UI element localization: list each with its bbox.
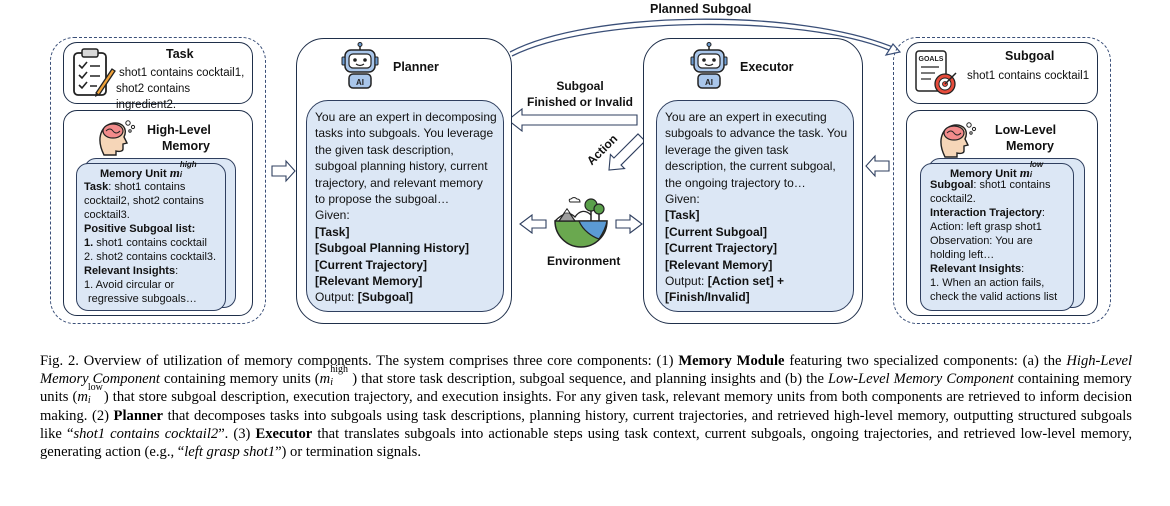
arrow-highmem-to-planner bbox=[271, 159, 296, 183]
brain-head-icon-low bbox=[940, 122, 977, 158]
executor-prompt-panel bbox=[656, 100, 854, 312]
clipboard-icon bbox=[73, 48, 116, 97]
task-title: Task bbox=[166, 47, 194, 61]
goals-icon-text: GOALS bbox=[919, 56, 944, 63]
goals-target-icon: GOALS bbox=[915, 50, 957, 95]
high-memory-title-2: Memory bbox=[162, 139, 210, 153]
low-memory-title-1: Low-Level bbox=[995, 123, 1057, 137]
subgoal-text: shot1 contains cocktail1 bbox=[967, 70, 1090, 82]
subgoal-finished-label: Subgoal Finished or Invalid bbox=[526, 79, 633, 109]
low-memory-trajectory: Interaction Trajectory: Action: left gra… bbox=[930, 207, 1045, 261]
robot-icon-planner: AI bbox=[341, 42, 379, 89]
high-memory-positive: Positive Subgoal list: 1. shot1 contains… bbox=[84, 223, 217, 263]
low-memory-insights: Relevant Insights: 1. When an action fai… bbox=[930, 263, 1058, 303]
high-memory-task: Task: shot1 contains cocktail2, shot2 co… bbox=[84, 181, 204, 221]
environment-globe-icon bbox=[554, 197, 608, 248]
executor-prompt: You are an expert in executing subgoals … bbox=[665, 110, 848, 305]
executor-title: Executor bbox=[740, 60, 794, 74]
task-line-1: shot1 contains cocktail1, bbox=[119, 67, 245, 79]
planner-prompt: You are an expert in decomposing tasks i… bbox=[315, 110, 497, 305]
planned-subgoal-label: Planned Subgoal bbox=[650, 2, 752, 16]
environment-label: Environment bbox=[547, 254, 621, 268]
high-memory-title-1: High-Level bbox=[147, 123, 211, 137]
planner-prompt-panel bbox=[306, 100, 504, 312]
robot-icon-executor: AI bbox=[690, 42, 728, 89]
low-memory-title-2: Memory bbox=[1006, 139, 1054, 153]
task-line-2: shot2 contains ingredient2. bbox=[116, 83, 191, 112]
low-memory-subgoal: Subgoal: shot1 contains cocktail2. bbox=[930, 179, 1051, 205]
arrow-env-to-executor bbox=[615, 213, 643, 235]
memory-module-right bbox=[893, 37, 1111, 324]
planner-robot-badge: AI bbox=[356, 78, 364, 87]
high-memory-insights: Relevant Insights: 1. Avoid circular or … bbox=[84, 265, 197, 305]
arrow-env-to-planner bbox=[519, 213, 547, 235]
high-memory-unit bbox=[76, 163, 226, 311]
planner-title: Planner bbox=[393, 60, 439, 74]
arrow-lowmem-to-executor bbox=[865, 154, 890, 178]
memory-module-left bbox=[50, 37, 266, 324]
arrow-subgoal-finished bbox=[507, 107, 638, 133]
executor-robot-badge: AI bbox=[705, 78, 713, 87]
subgoal-box: GOALS Subgoal shot1 contains cocktail1 bbox=[906, 42, 1098, 104]
task-box: Task shot1 contains cocktail1, shot2 con… bbox=[63, 42, 253, 111]
brain-head-icon bbox=[99, 120, 136, 156]
planned-subgoal-arrow bbox=[509, 18, 896, 53]
figure-caption: Fig. 2. Overview of utilization of memor… bbox=[40, 353, 1133, 461]
arrow-action bbox=[608, 133, 646, 171]
low-memory-unit bbox=[920, 163, 1074, 311]
subgoal-title: Subgoal bbox=[1005, 49, 1055, 63]
